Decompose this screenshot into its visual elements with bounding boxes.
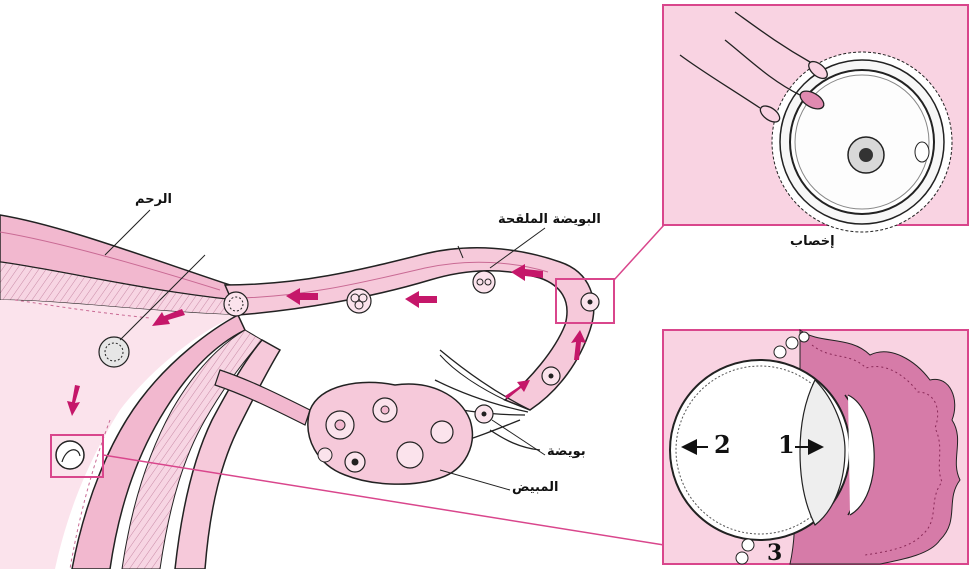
zygote — [473, 271, 495, 293]
morula — [224, 292, 248, 316]
implantation-inset — [663, 330, 968, 564]
blastocyst-free — [99, 337, 129, 367]
label-uterus: الرحم — [135, 192, 172, 207]
label-fertilization: إخصاب — [790, 234, 835, 249]
ovary — [308, 382, 472, 484]
arrow-4 — [405, 291, 437, 308]
label-ovary: المبيض — [512, 480, 558, 495]
fertilization-inset — [663, 5, 968, 232]
label-egg: بويضة — [547, 444, 586, 459]
marker-3: 3 — [767, 540, 782, 566]
label-fertilized-egg: البويضة الملقحة — [498, 212, 601, 227]
marker-2: 2 — [714, 430, 731, 459]
marker-1: 1 — [778, 430, 795, 459]
